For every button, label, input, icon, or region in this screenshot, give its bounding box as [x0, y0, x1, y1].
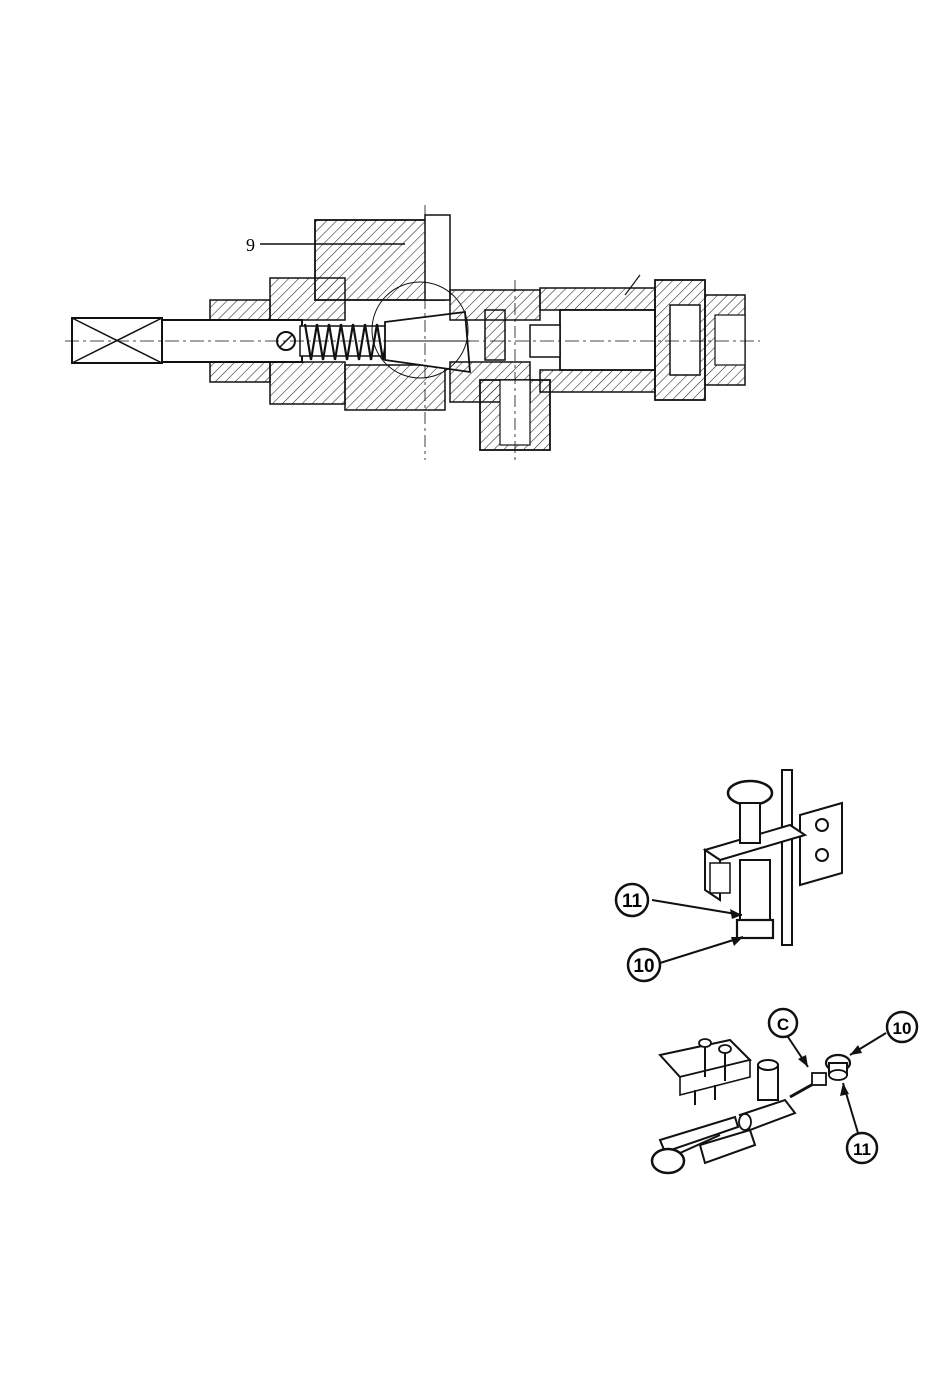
svg-text:10: 10 — [633, 956, 654, 977]
valve-spring — [300, 324, 390, 360]
callout-11-lower: 11 — [840, 1083, 877, 1163]
svg-text:11: 11 — [853, 1140, 871, 1159]
valve-body-right — [530, 280, 745, 400]
pilot-assembly-upper-diagram: 11 10 — [610, 765, 860, 990]
valve-body-middle — [450, 290, 550, 450]
orifice-injector — [790, 1073, 826, 1097]
mounting-bracket — [800, 803, 842, 885]
pilot-assembly-lower-diagram: C 10 11 — [640, 1005, 930, 1205]
callout-c: C — [769, 1009, 808, 1067]
fitting-nut — [826, 1055, 850, 1080]
valve-stem-end — [72, 318, 302, 363]
valve-cross-section-diagram: 9 — [60, 200, 760, 470]
svg-text:C: C — [777, 1015, 789, 1034]
callout-10-upper: 10 — [628, 937, 743, 981]
svg-text:11: 11 — [622, 891, 643, 912]
callout-10-lower: 10 — [850, 1012, 917, 1055]
svg-text:9: 9 — [246, 235, 255, 255]
svg-text:10: 10 — [893, 1019, 912, 1038]
